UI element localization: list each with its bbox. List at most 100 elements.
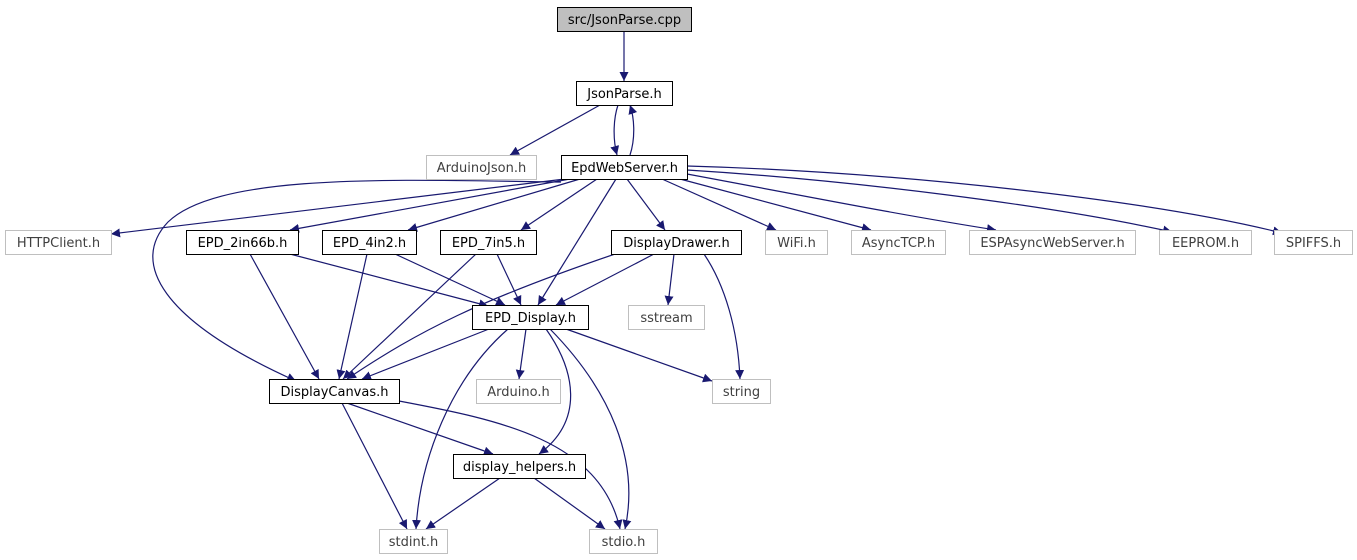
node-epd-web-server-h[interactable]: EpdWebServer.h xyxy=(561,155,688,180)
node-wifi-h: WiFi.h xyxy=(765,230,828,255)
edge-epd-display-h-to-arduino-h xyxy=(515,328,527,380)
node-label: stdint.h xyxy=(389,535,438,550)
node-label: DisplayCanvas.h xyxy=(280,385,388,400)
node-box xyxy=(712,379,771,404)
node-box xyxy=(969,230,1136,255)
node-box xyxy=(440,230,537,255)
node-label: Arduino.h xyxy=(487,385,549,400)
node-label: EPD_7in5.h xyxy=(452,236,525,251)
edge-json-parse-h-to-arduino-json-h xyxy=(509,104,601,156)
node-json-parse-h[interactable]: JsonParse.h xyxy=(576,81,673,106)
node-label: SPIFFS.h xyxy=(1286,236,1341,251)
node-epd-2in66b-h[interactable]: EPD_2in66b.h xyxy=(186,230,299,255)
edge-epd-4in2-h-to-display-canvas-h xyxy=(336,253,368,380)
node-box xyxy=(851,230,946,255)
edge-epd-web-server-h-to-epd-4in2-h xyxy=(407,178,581,232)
edge-epd-web-server-h-to-epd-display-h xyxy=(537,178,617,306)
node-label: EPD_4in2.h xyxy=(333,236,406,251)
edge-epd-display-h-to-stdint-h xyxy=(412,328,509,530)
edge-epd-web-server-h-to-json-parse-h xyxy=(628,104,638,156)
edge-epd-web-server-h-to-display-drawer-h xyxy=(626,178,666,231)
edge-display-drawer-h-to-sstream xyxy=(664,253,675,306)
node-eeprom-h: EEPROM.h xyxy=(1159,230,1252,255)
edge-display-drawer-h-to-display-canvas-h xyxy=(346,253,616,380)
edge-display-canvas-h-to-stdint-h xyxy=(341,402,408,530)
edge-display-drawer-h-to-epd-display-h xyxy=(555,253,655,306)
node-label: EPD_Display.h xyxy=(485,311,576,326)
edges xyxy=(110,31,1283,530)
node-box xyxy=(765,230,828,255)
edge-epd-display-h-to-display-canvas-h xyxy=(361,328,490,380)
node-spiffs-h: SPIFFS.h xyxy=(1274,230,1353,255)
node-epd-4in2-h[interactable]: EPD_4in2.h xyxy=(322,230,417,255)
node-label: src/JsonParse.cpp xyxy=(568,13,681,28)
node-epd-display-h[interactable]: EPD_Display.h xyxy=(472,305,589,330)
node-box xyxy=(561,155,688,180)
node-http-client-h: HTTPClient.h xyxy=(5,230,112,255)
node-label: WiFi.h xyxy=(777,236,816,251)
node-box xyxy=(589,529,658,554)
node-label: AsyncTCP.h xyxy=(862,236,935,251)
node-box xyxy=(186,230,299,255)
node-json-parse-cpp[interactable]: src/JsonParse.cpp xyxy=(557,7,692,32)
node-display-helpers-h[interactable]: display_helpers.h xyxy=(453,454,586,479)
node-box xyxy=(628,305,705,330)
node-label: ArduinoJson.h xyxy=(437,161,526,176)
node-box xyxy=(576,81,673,106)
node-label: EEPROM.h xyxy=(1172,236,1239,251)
edge-epd-web-server-h-to-display-canvas-h xyxy=(152,179,562,382)
edge-epd-2in66b-h-to-epd-display-h xyxy=(289,253,489,309)
node-label: display_helpers.h xyxy=(463,460,576,475)
node-label: EPD_2in66b.h xyxy=(198,236,288,251)
node-label: ESPAsyncWebServer.h xyxy=(980,236,1124,251)
edge-display-drawer-h-to-string xyxy=(703,253,745,380)
node-epd-7in5-h[interactable]: EPD_7in5.h xyxy=(440,230,537,255)
edge-display-helpers-h-to-stdint-h xyxy=(425,477,501,530)
edge-epd-web-server-h-to-http-client-h xyxy=(110,178,566,238)
edge-epd-2in66b-h-to-display-canvas-h xyxy=(249,253,320,380)
edge-epd-display-h-to-stdio-h xyxy=(549,328,632,530)
node-label: JsonParse.h xyxy=(586,87,662,102)
edge-display-canvas-h-to-stdio-h xyxy=(398,400,623,530)
node-box xyxy=(269,379,400,404)
node-display-drawer-h[interactable]: DisplayDrawer.h xyxy=(611,230,742,255)
node-label: sstream xyxy=(640,311,692,326)
edge-epd-web-server-h-to-epd-2in66b-h xyxy=(289,178,571,233)
node-label: HTTPClient.h xyxy=(17,236,100,251)
node-string: string xyxy=(712,379,771,404)
edge-epd-web-server-h-to-spiffs-h xyxy=(686,165,1283,236)
node-label: EpdWebServer.h xyxy=(571,161,678,176)
edge-display-canvas-h-to-display-helpers-h xyxy=(346,402,494,456)
node-box xyxy=(472,305,589,330)
node-arduino-h: Arduino.h xyxy=(476,379,561,404)
node-box xyxy=(1274,230,1353,255)
node-box xyxy=(5,230,112,255)
edge-epd-web-server-h-to-async-tcp-h xyxy=(679,178,872,233)
edge-epd-4in2-h-to-epd-display-h xyxy=(394,253,506,306)
node-box xyxy=(453,454,586,479)
node-label: stdio.h xyxy=(602,535,646,550)
node-box xyxy=(476,379,561,404)
edge-epd-display-h-to-string xyxy=(565,328,713,383)
edge-json-parse-h-to-epd-web-server-h xyxy=(610,104,620,156)
edge-display-helpers-h-to-stdio-h xyxy=(533,477,606,530)
edge-epd-web-server-h-to-esp-async-web-server-h xyxy=(686,173,997,234)
node-box xyxy=(1159,230,1252,255)
edge-epd-web-server-h-to-wifi-h xyxy=(661,178,777,231)
node-async-tcp-h: AsyncTCP.h xyxy=(851,230,946,255)
node-box xyxy=(426,155,537,180)
node-box xyxy=(557,7,692,32)
node-display-canvas-h[interactable]: DisplayCanvas.h xyxy=(269,379,400,404)
edge-epd-display-h-to-display-helpers-h xyxy=(538,328,572,455)
node-box xyxy=(379,529,448,554)
node-esp-async-web-server-h: ESPAsyncWebServer.h xyxy=(969,230,1136,255)
edge-epd-7in5-h-to-epd-display-h xyxy=(496,253,522,306)
node-label: DisplayDrawer.h xyxy=(623,236,729,251)
node-stdint-h: stdint.h xyxy=(379,529,448,554)
node-arduino-json-h: ArduinoJson.h xyxy=(426,155,537,180)
node-box xyxy=(322,230,417,255)
nodes: src/JsonParse.cppJsonParse.hArduinoJson.… xyxy=(5,7,1353,554)
node-stdio-h: stdio.h xyxy=(589,529,658,554)
edge-epd-web-server-h-to-eeprom-h xyxy=(686,169,1173,235)
